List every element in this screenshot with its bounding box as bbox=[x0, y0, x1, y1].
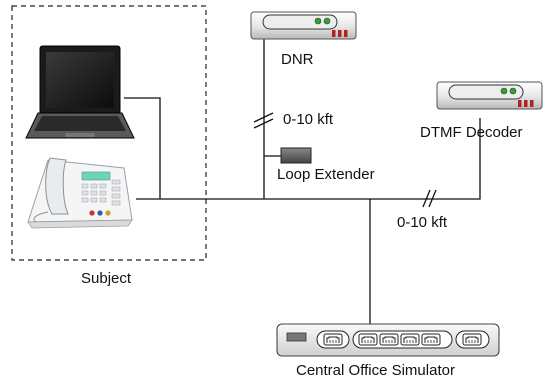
upper-break-mark-1 bbox=[253, 112, 274, 123]
subject-boundary bbox=[11, 5, 207, 261]
upper-break-mark-2 bbox=[253, 118, 274, 129]
loop-extender-label: Loop Extender bbox=[277, 166, 375, 183]
central-office-label: Central Office Simulator bbox=[296, 362, 455, 379]
laptop-icon bbox=[25, 45, 135, 139]
lower-distance-label: 0-10 kft bbox=[397, 214, 448, 231]
desk-phone-icon bbox=[27, 157, 133, 229]
subject-label: Subject bbox=[81, 270, 132, 287]
laptop-link bbox=[124, 97, 161, 199]
main-line bbox=[136, 118, 481, 200]
dnr-label: DNR bbox=[281, 51, 314, 68]
connection-lines bbox=[124, 39, 481, 324]
lower-break-mark-1 bbox=[422, 189, 431, 208]
dtmf-decoder-label: DTMF Decoder bbox=[420, 124, 523, 141]
upper-distance-label: 0-10 kft bbox=[283, 111, 334, 128]
switch-panel-icon bbox=[276, 323, 500, 357]
lower-break-mark-2 bbox=[428, 189, 437, 208]
break-marks bbox=[253, 112, 437, 208]
loop-extender-box-icon bbox=[280, 147, 312, 164]
dtmf-device-icon bbox=[436, 81, 543, 110]
dnr-device-icon bbox=[250, 11, 357, 40]
